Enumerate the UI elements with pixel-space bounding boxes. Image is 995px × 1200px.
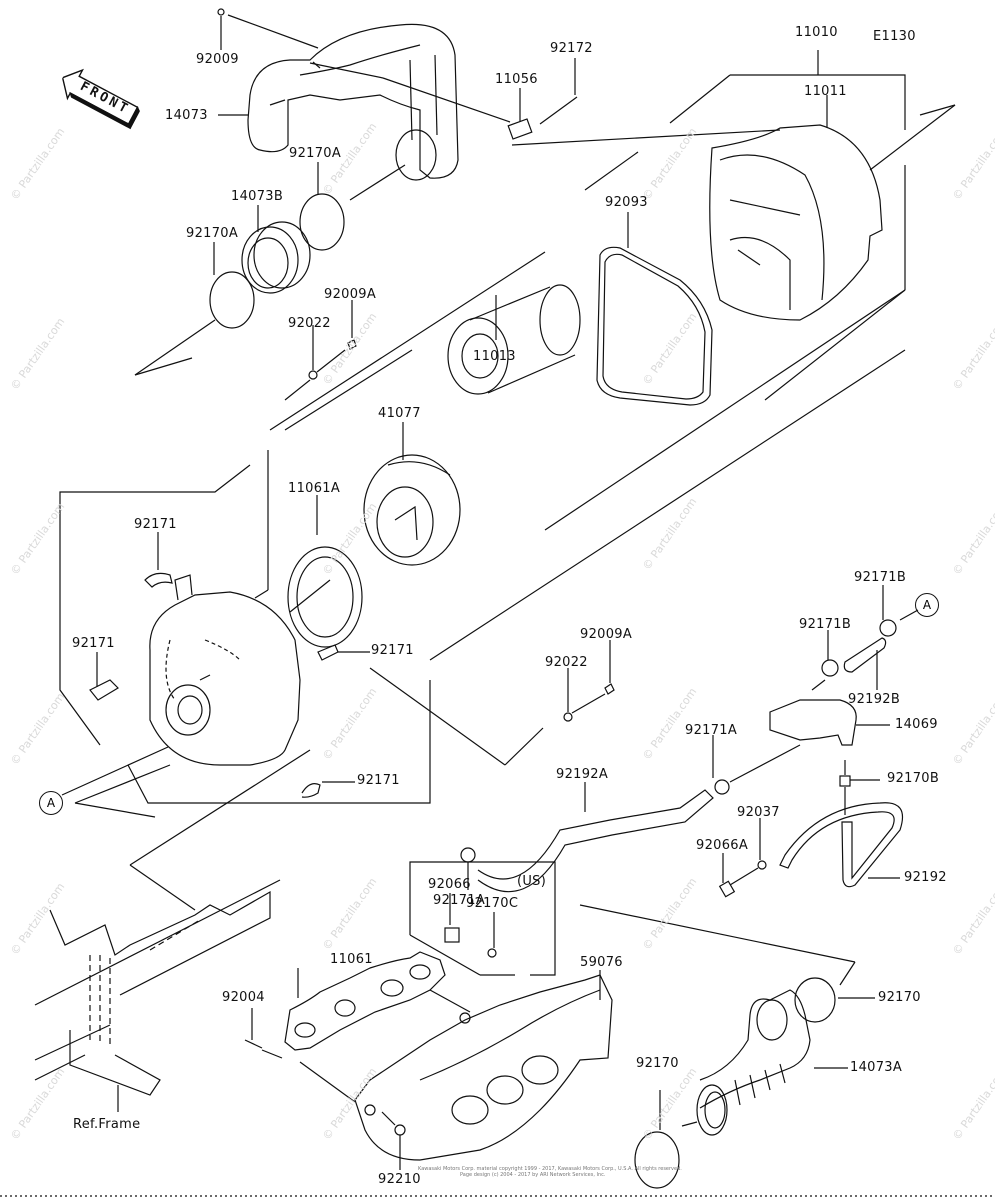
part-label-92192[interactable]: 92192 xyxy=(904,870,947,885)
hose-92192b xyxy=(843,637,887,673)
bolt-92009 xyxy=(217,8,225,16)
part-label-92171-a[interactable]: 92171 xyxy=(134,517,177,532)
clamp-92170c xyxy=(487,948,497,958)
part-label-59076[interactable]: 59076 xyxy=(580,955,623,970)
nut-92210 xyxy=(394,1124,406,1136)
front-direction-arrow: FRONT xyxy=(53,60,146,135)
part-label-92171b-top[interactable]: 92171B xyxy=(854,570,907,585)
hose-92192 xyxy=(779,802,904,888)
air-duct-14073 xyxy=(247,23,459,181)
clamp-92171a-right xyxy=(714,779,730,795)
stud-92004 xyxy=(244,1039,263,1049)
part-label-92192b[interactable]: 92192B xyxy=(848,692,901,707)
part-label-92170-right[interactable]: 92170 xyxy=(878,990,921,1005)
part-label-92066[interactable]: 92066 xyxy=(428,877,471,892)
part-label-11061a[interactable]: 11061A xyxy=(288,481,341,496)
hose-14073b xyxy=(241,226,299,294)
diagram-code: E1130 xyxy=(873,29,916,44)
part-label-92170a-top[interactable]: 92170A xyxy=(289,146,342,161)
part-label-92093[interactable]: 92093 xyxy=(605,195,648,210)
washer-92022-mid xyxy=(563,712,573,722)
part-label-92171-b[interactable]: 92171 xyxy=(72,636,115,651)
bracket-11056 xyxy=(507,118,533,140)
ref-frame-label: Ref.Frame xyxy=(73,1117,141,1132)
clip-92171-d xyxy=(301,783,321,798)
part-label-11056[interactable]: 11056 xyxy=(495,72,538,87)
part-label-92004[interactable]: 92004 xyxy=(222,990,265,1005)
hose-92192a xyxy=(477,789,714,893)
connector-a-left: A xyxy=(39,791,63,815)
air-filter-11013 xyxy=(447,284,581,395)
us-box-label: (US) xyxy=(517,874,547,889)
clamp-92170a-top xyxy=(299,193,345,251)
part-label-92022-top[interactable]: 92022 xyxy=(288,316,331,331)
part-label-14069[interactable]: 14069 xyxy=(895,717,938,732)
clamp-92170-left xyxy=(634,1131,680,1189)
intake-manifold-59076 xyxy=(354,974,613,1161)
part-label-92192a[interactable]: 92192A xyxy=(556,767,609,782)
part-label-41077[interactable]: 41077 xyxy=(378,406,421,421)
washer-92022-top xyxy=(308,370,318,380)
part-label-92170c[interactable]: 92170C xyxy=(466,896,519,911)
part-label-92210[interactable]: 92210 xyxy=(378,1172,421,1187)
part-label-92170b[interactable]: 92170B xyxy=(887,771,940,786)
part-label-92022-mid[interactable]: 92022 xyxy=(545,655,588,670)
copyright-line-2: Page design (c) 2004 - 2017 by ARI Netwo… xyxy=(460,1172,606,1178)
part-label-92171a-right[interactable]: 92171A xyxy=(685,723,738,738)
clamp-92171b-mid xyxy=(821,659,839,677)
part-label-11010[interactable]: 11010 xyxy=(795,25,838,40)
filter-cover-41077 xyxy=(363,422,461,566)
us-box xyxy=(409,861,556,976)
part-label-14073[interactable]: 14073 xyxy=(165,108,208,123)
part-label-92171b-mid[interactable]: 92171B xyxy=(799,617,852,632)
part-label-92171a-left[interactable]: 92171A xyxy=(433,893,486,908)
part-label-11011[interactable]: 11011 xyxy=(804,84,847,99)
clamp-92170b xyxy=(839,775,851,787)
copyright-line-1: Kawasaki Motors Corp. material copyright… xyxy=(418,1166,682,1172)
part-label-92170-left[interactable]: 92170 xyxy=(636,1056,679,1071)
clamp-92170a-left xyxy=(209,271,255,329)
vent-14069 xyxy=(769,699,857,746)
bolt-92009a-mid xyxy=(604,683,615,695)
part-label-92009a-top[interactable]: 92009A xyxy=(324,287,377,302)
clamp-92171b-top xyxy=(879,619,897,637)
reference-frame xyxy=(34,879,281,1112)
part-label-92171-d[interactable]: 92171 xyxy=(357,773,400,788)
part-label-92171-c[interactable]: 92171 xyxy=(371,643,414,658)
seal-ring-11061a xyxy=(287,546,363,648)
part-label-92009a-mid[interactable]: 92009A xyxy=(580,627,633,642)
bolt-92009a-top xyxy=(347,339,357,350)
intake-hose-14073a xyxy=(696,989,811,1136)
gasket-11061 xyxy=(284,951,446,1051)
cap-92066a xyxy=(718,880,736,898)
copyright-notice: Kawasaki Motors Corp. material copyright… xyxy=(418,1166,682,1178)
part-label-92172[interactable]: 92172 xyxy=(550,41,593,56)
part-label-11061[interactable]: 11061 xyxy=(330,952,373,967)
clamp-92170-right xyxy=(794,977,836,1023)
part-label-92066a[interactable]: 92066A xyxy=(696,838,749,853)
part-label-92037[interactable]: 92037 xyxy=(737,805,780,820)
clip-92171-b xyxy=(89,679,119,701)
connector-a-right: A xyxy=(915,593,939,617)
part-label-14073a[interactable]: 14073A xyxy=(850,1060,903,1075)
cap-92066 xyxy=(444,927,460,943)
air-cleaner-lid xyxy=(149,574,301,766)
air-cleaner-housing-11011 xyxy=(709,95,883,321)
clip-92171-a xyxy=(144,572,173,588)
part-label-14073b[interactable]: 14073B xyxy=(231,189,284,204)
gasket-92093 xyxy=(596,246,713,406)
part-label-92009[interactable]: 92009 xyxy=(196,52,239,67)
clamp-92037 xyxy=(757,860,767,870)
clamp-92171a-left xyxy=(460,847,476,863)
part-label-92170a-left[interactable]: 92170A xyxy=(186,226,239,241)
part-label-11013[interactable]: 11013 xyxy=(473,349,516,364)
